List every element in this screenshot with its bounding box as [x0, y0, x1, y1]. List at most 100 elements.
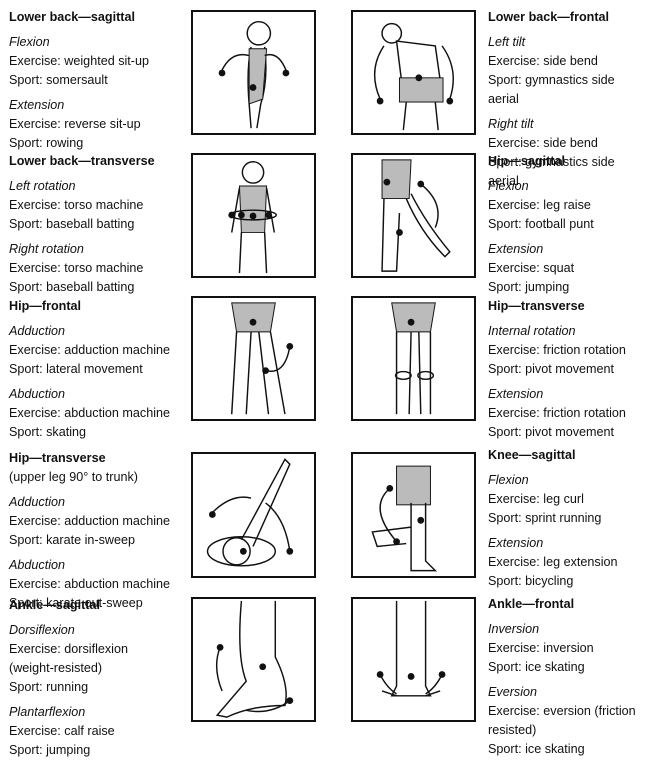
motion-detail: Exercise: friction rotation [488, 343, 626, 357]
illustration-lower-back-frontal [351, 10, 476, 135]
motion-detail: (weight-resisted) [9, 661, 103, 675]
motion-detail: Sport: baseball batting [9, 280, 135, 294]
motion-detail: Sport: ice skating [488, 660, 585, 674]
motion-name: Plantarflexion [9, 705, 86, 719]
motion-name: Adduction [9, 495, 66, 509]
motion-detail: resisted) [488, 723, 537, 737]
motion-detail: Sport: rowing [9, 136, 84, 150]
panel-title: Hip—sagittal [488, 154, 565, 168]
motion-name: Dorsiflexion [9, 623, 75, 637]
panel-title: Lower back—frontal [488, 10, 610, 24]
motion-detail: Exercise: adduction machine [9, 514, 171, 528]
panel-text-hip-transverse: Hip—transverse (upper leg 90° to trunk) Ad… [9, 449, 179, 613]
motion-name: Left rotation [9, 179, 76, 193]
motion-name: Right tilt [488, 117, 534, 131]
motion-detail: Sport: jumping [488, 280, 570, 294]
illustration-knee-sagittal [351, 452, 476, 578]
motion-name: Adduction [9, 324, 66, 338]
body-figure-icon [391, 302, 436, 415]
illustration-lower-back-sagittal [191, 10, 316, 135]
panel-title: Hip—frontal [9, 299, 82, 313]
motion-name: Abduction [9, 387, 66, 401]
motion-detail: Exercise: abduction machine [9, 406, 171, 420]
illustration-hip-transverse [191, 452, 316, 578]
illustration-hip-sagittal [351, 153, 476, 278]
body-figure-icon [374, 22, 454, 131]
panel-title: Hip—transverse [488, 299, 585, 313]
motion-name: Extension [488, 536, 544, 550]
motion-detail: Exercise: abduction machine [9, 577, 171, 591]
motion-detail: Sport: karate out-sweep [9, 596, 143, 610]
illustration-hip-transverse [351, 296, 476, 421]
motion-detail: Sport: baseball batting [9, 217, 135, 231]
motion-detail: Sport: gymnastics side aerial [488, 73, 615, 106]
motion-name: Eversion [488, 685, 537, 699]
body-figure-icon [206, 458, 294, 567]
motion-name: Flexion [488, 473, 529, 487]
motion-detail: Exercise: friction rotation [488, 406, 626, 420]
motion-name: Flexion [9, 35, 50, 49]
motion-detail: Sport: lateral movement [9, 362, 143, 376]
motion-detail: Sport: karate in-sweep [9, 533, 135, 547]
motion-name: Abduction [9, 558, 66, 572]
body-figure-icon [218, 20, 290, 129]
panel-title: Lower back—transverse [9, 154, 155, 168]
motion-detail: Sport: pivot movement [488, 425, 614, 439]
motion-detail: Exercise: leg extension [488, 555, 618, 569]
motion-detail: Exercise: dorsiflexion [9, 642, 128, 656]
motion-detail: Exercise: torso machine [9, 261, 144, 275]
panel-title: Knee—sagittal [488, 448, 576, 462]
motion-detail: Exercise: side bend [488, 54, 598, 68]
body-figure-icon [230, 302, 294, 415]
body-figure-icon [371, 465, 438, 572]
motion-name: Extension [488, 387, 544, 401]
panel-subtitle: (upper leg 90° to trunk) [9, 470, 138, 484]
panel-title: Ankle—sagittal [9, 598, 100, 612]
motion-name: Right rotation [9, 242, 84, 256]
illustration-ankle-frontal [351, 597, 476, 722]
motion-detail: Exercise: leg curl [488, 492, 584, 506]
motion-name: Extension [9, 98, 65, 112]
illustration-ankle-sagittal [191, 597, 316, 722]
motion-detail: Exercise: weighted sit-up [9, 54, 149, 68]
motion-detail: Exercise: squat [488, 261, 575, 275]
motion-name: Left tilt [488, 35, 526, 49]
motion-name: Inversion [488, 622, 540, 636]
body-figure-icon [376, 600, 446, 697]
body-figure-icon [381, 159, 451, 272]
motion-detail: Exercise: eversion (friction [488, 704, 636, 718]
motion-detail: Exercise: leg raise [488, 198, 591, 212]
illustration-lower-back-transverse [191, 153, 316, 278]
motion-detail: Exercise: adduction machine [9, 343, 171, 357]
motion-detail: Exercise: torso machine [9, 198, 144, 212]
motion-name: Flexion [488, 179, 529, 193]
body-figure-icon [228, 161, 277, 274]
motion-detail: Sport: jumping [9, 743, 91, 757]
motion-detail: Sport: ice skating [488, 742, 585, 756]
motion-detail: Sport: pivot movement [488, 362, 614, 376]
panel-title: Hip—transverse [9, 451, 106, 465]
motion-name: Internal rotation [488, 324, 576, 338]
